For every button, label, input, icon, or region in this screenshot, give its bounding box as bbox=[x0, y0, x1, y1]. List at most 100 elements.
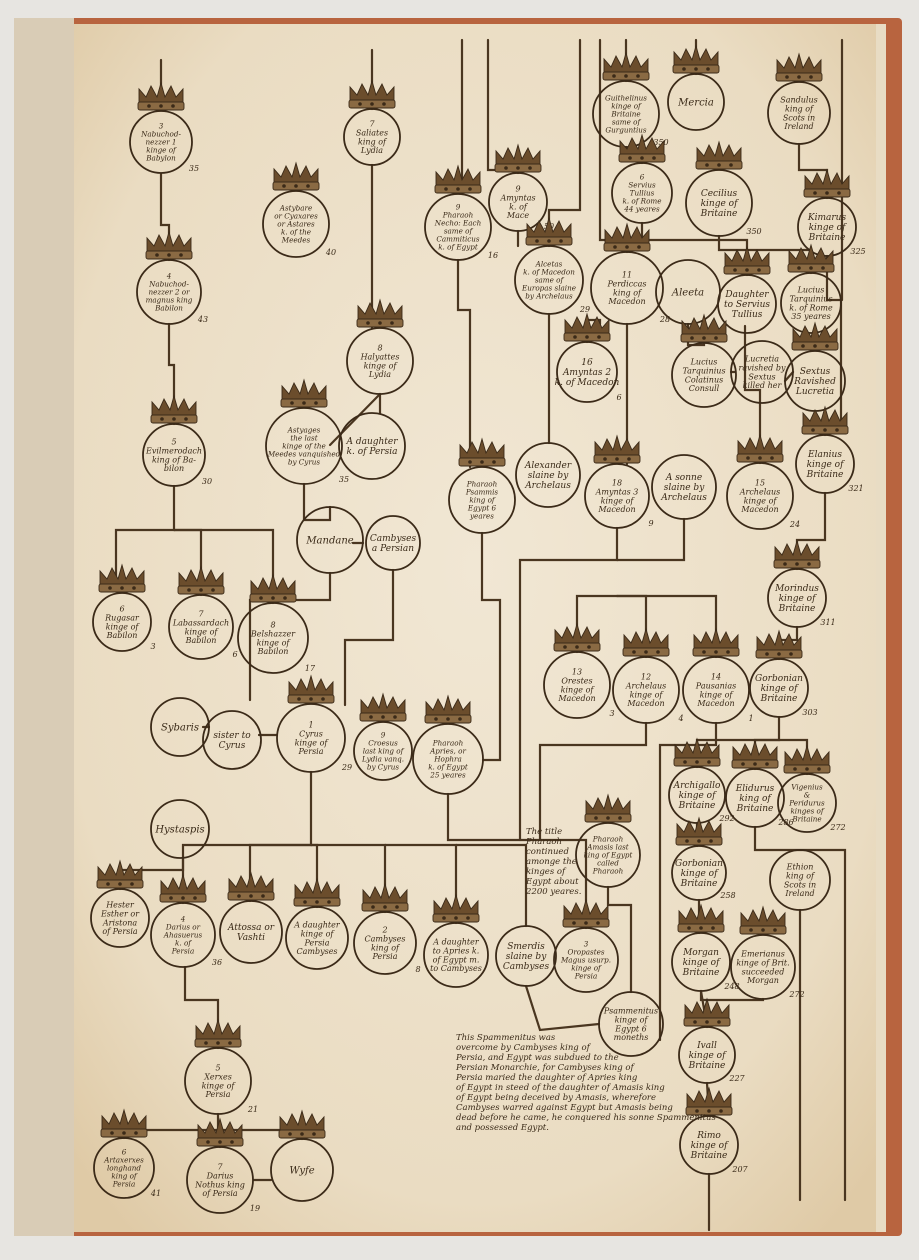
person-circle bbox=[202, 710, 262, 770]
reign-years: 6 bbox=[616, 393, 621, 402]
label-line: longhand bbox=[107, 1164, 141, 1173]
person-circle bbox=[423, 922, 489, 988]
label-line: Ivall bbox=[696, 1041, 717, 1051]
label-line: Gurguntius bbox=[605, 126, 646, 135]
label-line: Archelaus bbox=[524, 481, 571, 491]
person-circle bbox=[725, 768, 785, 828]
lineage-line bbox=[524, 984, 601, 1032]
label-line: Britaine bbox=[678, 801, 716, 811]
label-line: Psammis bbox=[465, 488, 499, 497]
lineage-line bbox=[343, 568, 395, 707]
label-line: Darius or bbox=[165, 923, 201, 932]
label-line: Egypt 6 bbox=[614, 1024, 646, 1033]
reign-years: 6 bbox=[232, 650, 237, 659]
person-circle bbox=[276, 703, 346, 773]
label-line: king of Ba- bbox=[152, 455, 196, 464]
reign-years: 258 bbox=[719, 891, 735, 900]
label-line: Babilon bbox=[154, 304, 183, 313]
label-line: Amyntas 2 bbox=[562, 368, 611, 378]
label-line: Babylon bbox=[145, 154, 176, 163]
person-circle bbox=[265, 407, 343, 485]
label-line: Meedes bbox=[281, 236, 311, 245]
label-line: 12 bbox=[641, 672, 651, 681]
reign-years: 43 bbox=[197, 315, 208, 324]
lineage-line bbox=[446, 792, 588, 930]
label-line: Wyfe bbox=[289, 1166, 314, 1177]
label-line: k. of Macedon bbox=[555, 378, 620, 388]
person-circle bbox=[219, 900, 283, 964]
label-line: king of bbox=[358, 137, 388, 146]
label-line: 6 bbox=[640, 172, 645, 181]
label-line: 8 bbox=[377, 343, 382, 352]
label-line: Archelaus bbox=[660, 493, 707, 503]
label-line: Egypt 6 bbox=[467, 504, 497, 513]
label-line: 3 bbox=[159, 121, 164, 130]
label-line: Belshazzer bbox=[250, 629, 296, 638]
label-line: 6 bbox=[119, 604, 124, 613]
reign-years: 21 bbox=[247, 1105, 258, 1114]
reign-years: 36 bbox=[212, 958, 222, 967]
label-line: kinge of bbox=[615, 1015, 650, 1024]
reign-years: 350 bbox=[746, 227, 761, 236]
note-line: amonge the bbox=[526, 857, 577, 867]
label-line: 25 yeares bbox=[429, 771, 466, 780]
label-line: A daughter bbox=[432, 937, 480, 946]
label-line: Astyages bbox=[287, 425, 321, 434]
reign-years: 29 bbox=[341, 763, 352, 772]
label-line: a Persian bbox=[372, 544, 414, 554]
label-line: Vashti bbox=[237, 933, 265, 943]
reign-years: 17 bbox=[305, 664, 316, 673]
label-line: Britaine bbox=[680, 879, 718, 889]
label-line: Persia bbox=[171, 947, 194, 956]
label-line: bilon bbox=[164, 464, 184, 473]
label-line: kinge of bbox=[689, 1051, 727, 1061]
reign-years: 227 bbox=[728, 1074, 745, 1083]
page-gutter bbox=[14, 18, 74, 1236]
label-line: k. of bbox=[509, 202, 529, 211]
note-line: continued bbox=[526, 847, 569, 857]
label-line: Pharaoh bbox=[466, 479, 497, 488]
label-line: Nabuchod- bbox=[148, 280, 189, 289]
label-line: Britaine bbox=[736, 804, 774, 814]
label-line: Astybare bbox=[279, 203, 312, 212]
label-line: Pharaoh bbox=[432, 738, 463, 747]
label-line: 4 bbox=[180, 914, 186, 923]
label-line: Consull bbox=[689, 384, 720, 393]
label-line: Rugasar bbox=[104, 613, 140, 622]
label-line: Macedon bbox=[696, 699, 734, 708]
label-line: Servius bbox=[628, 181, 656, 190]
label-line: Babilon bbox=[185, 636, 217, 645]
label-line: Ireland bbox=[783, 122, 813, 131]
label-line: & bbox=[804, 791, 810, 800]
label-line: Saliates bbox=[356, 128, 388, 137]
label-line: kinge of bbox=[807, 460, 845, 470]
person-circle bbox=[424, 193, 492, 261]
person-circle bbox=[769, 849, 831, 911]
label-line: kinges of bbox=[790, 807, 824, 816]
label-line: 18 bbox=[612, 478, 622, 487]
label-line: kinge of bbox=[106, 622, 141, 631]
label-line: Lydia bbox=[368, 370, 391, 379]
